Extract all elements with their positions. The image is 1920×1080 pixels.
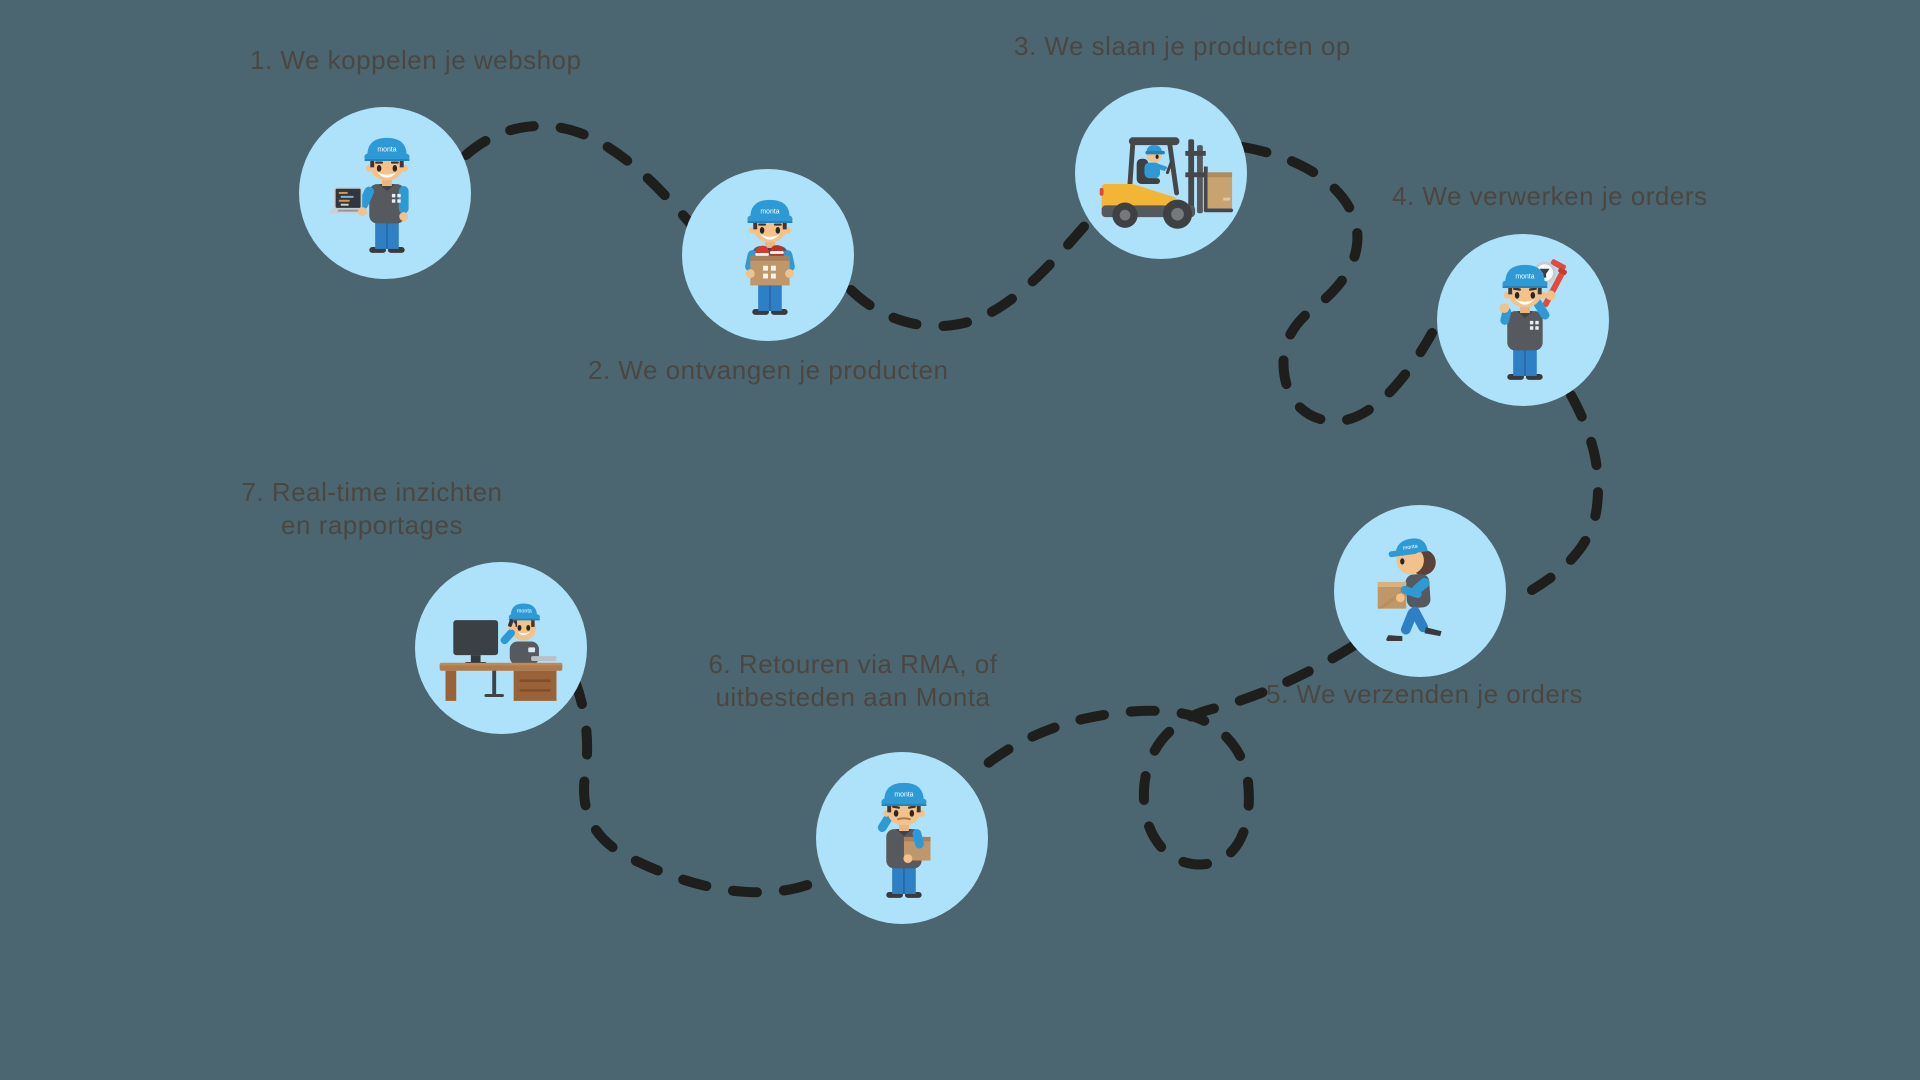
cap-brand-text: monta <box>894 792 913 799</box>
cap-brand-text: monta <box>1402 544 1418 552</box>
route-seg-5-6 <box>965 641 1358 870</box>
cap-brand-text: monta <box>377 147 396 154</box>
forklift-driver-icon <box>1136 145 1173 185</box>
forklift-cabin <box>1127 137 1180 196</box>
route-seg-7-6 <box>570 676 833 898</box>
forklift-mast <box>1185 139 1234 214</box>
monitor-icon <box>453 620 499 666</box>
step-3-circle <box>1075 87 1247 259</box>
step-7-label: 7. Real-time inzichten en rapportages <box>241 477 503 540</box>
step-7-circle: monta <box>415 562 587 734</box>
step-4-circle: monta <box>1437 234 1609 406</box>
worker-wrench-icon: monta <box>1499 259 1567 380</box>
worker-laptop-icon: monta <box>327 137 410 253</box>
cap-brand-text: monta <box>517 608 532 614</box>
route-seg-2-3 <box>846 217 1093 332</box>
chair-leg <box>484 670 504 698</box>
step-6-circle: monta <box>816 752 988 924</box>
step-2-label: 2. We ontvangen je producten <box>588 355 949 385</box>
worker-thinking-icon: monta <box>877 782 931 898</box>
worker-box-icon: monta <box>745 199 795 315</box>
step-5-circle: monta <box>1334 505 1506 677</box>
pallet-box-icon <box>1207 172 1233 209</box>
forklift-icon <box>1099 137 1234 229</box>
desk-icon <box>439 663 563 702</box>
step-2-circle: monta <box>682 169 854 341</box>
step-4-label: 4. We verwerken je orders <box>1392 181 1708 211</box>
cap-brand-text: monta <box>760 209 779 216</box>
cap-brand-text: monta <box>1515 274 1534 281</box>
route-seg-1-2 <box>461 120 695 228</box>
step-1-label: 1. We koppelen je webshop <box>250 45 582 75</box>
worker-on-phone: monta <box>500 603 540 666</box>
step-3-label: 3. We slaan je producten op <box>1014 31 1351 61</box>
cardboard-box-icon <box>750 255 790 286</box>
route-seg-3-4 <box>1238 142 1437 427</box>
step-5-label: 5. We verzenden je orders <box>1266 679 1583 709</box>
route-seg-4-5 <box>1527 390 1604 595</box>
red-sneakers-icon <box>755 245 784 258</box>
keyboard-icon <box>531 656 557 662</box>
worker-desk-icon: monta <box>439 603 563 702</box>
step-6-label: 6. Retouren via RMA, of uitbesteden aan … <box>708 649 998 712</box>
worker-carry-box-icon: monta <box>1377 538 1442 642</box>
step-1-circle: monta <box>299 107 471 279</box>
